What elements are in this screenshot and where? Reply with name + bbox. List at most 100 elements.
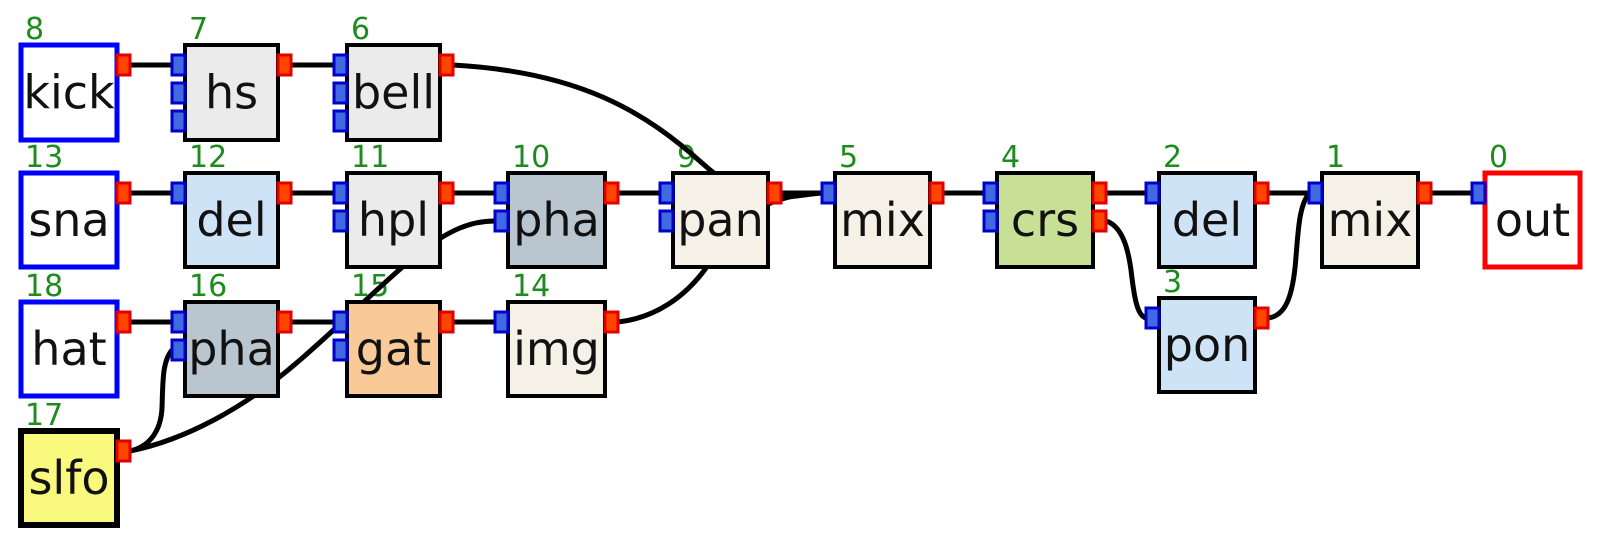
input-port-bell-0[interactable] [332, 53, 349, 77]
node-box-mix1[interactable] [1320, 171, 1420, 269]
node-pha10[interactable]: pha [493, 171, 620, 269]
input-port-bell-2[interactable] [332, 109, 349, 133]
node-number-pon: 3 [1163, 265, 1182, 300]
node-pon[interactable]: pon [1144, 296, 1270, 394]
input-port-hs-0[interactable] [170, 53, 187, 77]
output-port-pon-0[interactable] [1253, 306, 1270, 330]
node-number-mix5: 5 [839, 140, 858, 175]
input-port-crs-0[interactable] [982, 181, 999, 205]
node-box-kick[interactable] [18, 42, 120, 143]
input-port-pon-0[interactable] [1144, 306, 1161, 330]
node-number-crs: 4 [1001, 140, 1020, 175]
layer-nodes: outmixdelponcrsmixbellhskickpanphahpldel… [18, 42, 1583, 528]
output-port-kick-0[interactable] [115, 53, 132, 77]
output-port-pha16-0[interactable] [276, 310, 293, 334]
input-port-hpl-1[interactable] [332, 209, 349, 233]
node-box-mix5[interactable] [833, 171, 932, 269]
node-box-del12[interactable] [183, 171, 280, 269]
node-hs[interactable]: hs [170, 43, 293, 142]
node-out[interactable]: out [1470, 170, 1583, 270]
node-sna[interactable]: sna [18, 170, 132, 270]
input-port-pha16-0[interactable] [170, 310, 187, 334]
output-port-gat-0[interactable] [438, 310, 455, 334]
node-box-hpl[interactable] [345, 171, 442, 269]
output-port-slfo-0[interactable] [115, 439, 132, 463]
node-hpl[interactable]: hpl [332, 171, 455, 269]
input-port-crs-1[interactable] [982, 209, 999, 233]
edge-pon-mix1[interactable] [1267, 192, 1312, 321]
node-box-crs[interactable] [995, 171, 1095, 269]
node-box-sna[interactable] [18, 170, 120, 270]
node-number-hs: 7 [189, 12, 208, 47]
node-number-out: 0 [1489, 140, 1508, 175]
node-number-slfo: 17 [25, 398, 63, 433]
input-port-hpl-0[interactable] [332, 181, 349, 205]
input-port-img-0[interactable] [493, 310, 510, 334]
input-port-pha10-1[interactable] [493, 209, 510, 233]
output-port-sna-0[interactable] [115, 181, 132, 205]
edge-crs-pon[interactable] [1104, 218, 1148, 321]
input-port-pan-1[interactable] [658, 209, 675, 233]
layer-edges [129, 62, 1472, 454]
node-box-slfo[interactable] [18, 428, 120, 528]
node-pha16[interactable]: pha [170, 300, 293, 398]
input-port-gat-0[interactable] [332, 310, 349, 334]
node-box-pha10[interactable] [506, 171, 607, 269]
node-number-hat: 18 [25, 269, 63, 304]
input-port-del12-0[interactable] [170, 181, 187, 205]
output-port-bell-0[interactable] [438, 53, 455, 77]
output-port-hpl-0[interactable] [438, 181, 455, 205]
node-box-hat[interactable] [18, 299, 120, 399]
output-port-crs-1[interactable] [1091, 209, 1108, 233]
output-port-img-0[interactable] [603, 310, 620, 334]
output-port-mix1-0[interactable] [1416, 181, 1433, 205]
node-box-pon[interactable] [1157, 296, 1257, 394]
node-number-hpl: 11 [351, 140, 389, 175]
input-port-pha10-0[interactable] [493, 181, 510, 205]
node-mix5[interactable]: mix [820, 171, 945, 269]
edge-slfo-pha16[interactable] [129, 348, 175, 454]
output-port-pha10-0[interactable] [603, 181, 620, 205]
output-port-del12-0[interactable] [276, 181, 293, 205]
node-crs[interactable]: crs [982, 171, 1108, 269]
input-port-pha16-1[interactable] [170, 338, 187, 362]
output-port-hat-0[interactable] [115, 310, 132, 334]
node-img[interactable]: img [493, 300, 620, 398]
node-box-out[interactable] [1482, 170, 1583, 270]
input-port-pan-0[interactable] [658, 181, 675, 205]
node-pan[interactable]: pan [658, 171, 783, 269]
input-port-mix5-0[interactable] [820, 181, 837, 205]
node-hat[interactable]: hat [18, 299, 132, 399]
node-kick[interactable]: kick [18, 42, 132, 143]
node-box-del2[interactable] [1157, 171, 1257, 269]
input-port-gat-1[interactable] [332, 338, 349, 362]
node-del12[interactable]: del [170, 171, 293, 269]
node-number-del12: 12 [189, 140, 227, 175]
node-mix1[interactable]: mix [1307, 171, 1433, 269]
node-bell[interactable]: bell [332, 43, 455, 142]
node-box-pan[interactable] [671, 171, 770, 269]
output-port-pan-0[interactable] [766, 181, 783, 205]
output-port-crs-0[interactable] [1091, 181, 1108, 205]
input-port-bell-1[interactable] [332, 81, 349, 105]
node-box-bell[interactable] [345, 43, 442, 142]
node-box-img[interactable] [506, 300, 607, 398]
node-box-gat[interactable] [345, 300, 442, 398]
input-port-hs-1[interactable] [170, 81, 187, 105]
input-port-del2-0[interactable] [1144, 181, 1161, 205]
input-port-hs-2[interactable] [170, 109, 187, 133]
node-number-bell: 6 [351, 12, 370, 47]
node-gat[interactable]: gat [332, 300, 455, 398]
output-port-del2-0[interactable] [1253, 181, 1270, 205]
node-box-hs[interactable] [183, 43, 280, 142]
input-port-mix1-0[interactable] [1307, 181, 1324, 205]
output-port-hs-0[interactable] [276, 53, 293, 77]
node-slfo[interactable]: slfo [18, 428, 132, 528]
output-port-mix5-0[interactable] [928, 181, 945, 205]
node-del2[interactable]: del [1144, 171, 1270, 269]
node-number-sna: 13 [25, 140, 63, 175]
input-port-out-0[interactable] [1470, 181, 1487, 205]
node-box-pha16[interactable] [183, 300, 280, 398]
